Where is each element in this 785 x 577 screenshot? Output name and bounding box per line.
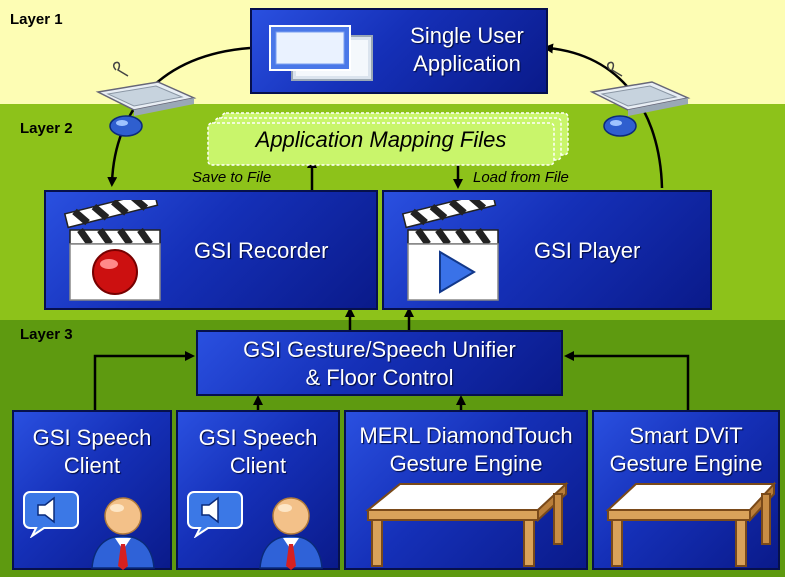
clapperboard-play-icon	[401, 200, 499, 301]
arrow-speech1-to-unifier	[93, 351, 195, 410]
arrow-smart-to-unifier	[564, 351, 690, 410]
table-icon	[605, 481, 777, 567]
mapping-files-stack	[207, 112, 569, 166]
layer-1-label: Layer 1	[10, 11, 63, 28]
keyboard-mouse-icon	[589, 61, 691, 137]
player-title: GSI Player	[534, 238, 641, 263]
single-user-application-box: Single User Application	[250, 8, 548, 94]
user-icon	[259, 497, 323, 570]
speech-client-box-1: GSI Speech Client	[12, 410, 172, 570]
layer-2-label: Layer 2	[20, 120, 73, 137]
mapping-files-title: Application Mapping Files	[255, 127, 507, 152]
application-title-line1: Single User	[410, 23, 524, 48]
clapperboard-record-icon	[63, 200, 161, 301]
speaker-icon	[23, 491, 79, 538]
unifier-title-line2: & Floor Control	[305, 365, 454, 390]
speech-client-1-line1: GSI Speech	[32, 425, 152, 450]
window-icon	[269, 25, 373, 81]
layer-3-label: Layer 3	[20, 326, 73, 343]
smart-engine-line1: Smart DViT	[629, 423, 743, 448]
speech-client-1-line2: Client	[63, 453, 121, 478]
merl-engine-line2: Gesture Engine	[389, 451, 543, 476]
application-title-line2: Application	[413, 51, 521, 76]
gsi-recorder-box: GSI Recorder	[44, 190, 378, 310]
smart-engine-box: Smart DViT Gesture Engine	[592, 410, 780, 570]
load-from-file-label: Load from File	[473, 169, 569, 186]
speech-client-2-line1: GSI Speech	[198, 425, 318, 450]
smart-engine-line2: Gesture Engine	[609, 451, 763, 476]
unifier-box: GSI Gesture/Speech Unifier & Floor Contr…	[196, 330, 563, 396]
speech-client-box-2: GSI Speech Client	[176, 410, 340, 570]
user-icon	[91, 497, 155, 570]
speaker-icon	[187, 491, 243, 538]
recorder-title: GSI Recorder	[194, 238, 329, 263]
speech-client-2-line2: Client	[229, 453, 287, 478]
gsi-player-box: GSI Player	[382, 190, 712, 310]
merl-engine-box: MERL DiamondTouch Gesture Engine	[344, 410, 588, 570]
keyboard-mouse-icon	[95, 61, 197, 137]
unifier-title-line1: GSI Gesture/Speech Unifier	[243, 337, 516, 362]
table-icon	[365, 481, 569, 567]
save-to-file-label: Save to File	[192, 169, 272, 186]
merl-engine-line1: MERL DiamondTouch	[359, 423, 573, 448]
